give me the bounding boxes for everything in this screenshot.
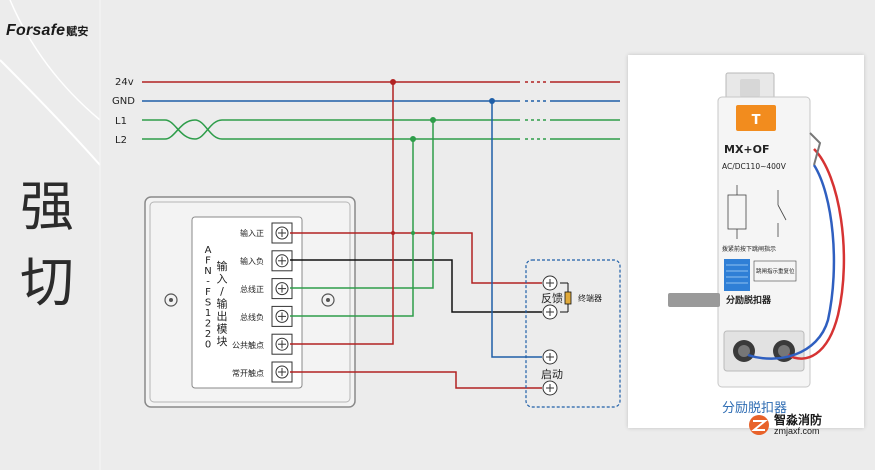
brand-name: Forsafe [6, 22, 66, 39]
device-wire-blue [747, 164, 836, 360]
terminal-label-bus-neg: 总线负 [240, 312, 264, 322]
module-plate-inner [149, 201, 351, 403]
module-model-char: - [206, 277, 210, 288]
device-indicator-note: 拨紧前按下跳闸指示 [722, 245, 776, 253]
mount-hole-right-center [326, 298, 330, 302]
device-top-slot [740, 79, 760, 97]
wire-cross [391, 231, 395, 235]
device-screw-left-head [738, 345, 750, 357]
device-flag-note: 跳闸指示重复位 [756, 267, 795, 275]
module-name-char: 模 [217, 323, 228, 336]
bus-label-l2: L2 [115, 135, 127, 146]
watermark-logo-icon [749, 415, 769, 436]
title-char-strong: 强 [20, 175, 74, 238]
device-screw-right-head [778, 345, 790, 357]
module-name-char: 块 [217, 335, 228, 348]
wire-gnd-start [491, 101, 542, 358]
module-model-char: 0 [205, 340, 211, 351]
shunt-trip-illustration: T MX+OF AC/DC110~400V 拨紧前按下跳闸指示 跳闸指示重复位 … [668, 72, 846, 388]
bus-label-l1: L1 [115, 116, 127, 127]
module-name-char: 输 [217, 259, 228, 273]
device-side-lever [668, 293, 720, 307]
field-device-box [525, 259, 621, 408]
device-name-label: 分励脱扣器 [726, 294, 772, 306]
start-label: 启动 [541, 368, 563, 381]
wire-common [290, 82, 394, 345]
terminator-label: 终端器 [578, 293, 602, 303]
bus-l1 [142, 119, 520, 140]
module-model-char: 1 [205, 308, 211, 319]
wire-bus-pos [290, 120, 434, 289]
feedback-label: 反馈 [541, 292, 563, 305]
wire-bus-neg [290, 139, 414, 317]
shunt-trip-photo: T MX+OF AC/DC110~400V 拨紧前按下跳闸指示 跳闸指示重复位 … [628, 55, 864, 428]
watermark: 智淼消防 zmjaxf.com [748, 414, 822, 436]
bg-arc [9, 0, 101, 121]
device-body [717, 96, 811, 388]
terminal-label-common: 公共触点 [232, 340, 264, 350]
device-rating: AC/DC110~400V [722, 162, 787, 171]
wire-input-neg [290, 259, 542, 313]
module-model-char: F [205, 287, 211, 298]
brand-name-cn: 赋安 [66, 26, 89, 38]
device-trip-indicator [724, 259, 750, 291]
module-name-char: 出 [217, 309, 228, 323]
field-terminals [542, 275, 558, 396]
terminal-label-input-neg: 输入负 [240, 256, 264, 266]
module-model-char: 2 [205, 319, 211, 330]
module-name-char: 输 [217, 297, 228, 311]
mount-hole-right [321, 293, 335, 307]
device-wire-lug [809, 132, 822, 166]
wire-input-pos [290, 232, 542, 284]
brand-logo: Forsafe赋安 [6, 22, 89, 40]
device-schematic-contact [777, 204, 787, 221]
module-name-char: 入 [217, 273, 228, 286]
module-model-char: N [204, 266, 211, 277]
watermark-url: zmjaxf.com [774, 425, 820, 436]
terminal-label-bus-pos: 总线正 [240, 284, 264, 294]
module-model-char: F [205, 256, 211, 267]
bg-arc [0, 59, 101, 166]
device-front-label: MX+OF [724, 143, 770, 156]
module-model-char: A [205, 245, 212, 256]
module-model-char: 2 [205, 329, 211, 340]
mount-hole-left-center [169, 298, 173, 302]
terminal-label-no: 常开触点 [232, 368, 264, 378]
title-char-cut: 切 [20, 251, 74, 314]
watermark-cn: 智淼消防 [774, 413, 823, 427]
wire-cross [411, 231, 415, 235]
device-wire-red [787, 148, 846, 360]
wire-cross [431, 231, 435, 235]
bus-label-gnd: GND [112, 96, 135, 107]
device-flag-note-box [753, 260, 797, 282]
module-name-char: / [220, 285, 224, 298]
wire-no-contact [290, 371, 542, 389]
device-orange-tab [736, 105, 776, 131]
device-tab-letter: T [752, 113, 761, 128]
module-model-char: S [205, 298, 211, 309]
bus-l2 [142, 119, 520, 140]
terminator-resistor [564, 291, 572, 305]
mount-hole-left [164, 293, 178, 307]
terminal-label-input-pos: 输入正 [240, 228, 264, 238]
bus-label-24v: 24v [115, 77, 134, 88]
photo-caption: 分励脱扣器 [722, 401, 788, 416]
